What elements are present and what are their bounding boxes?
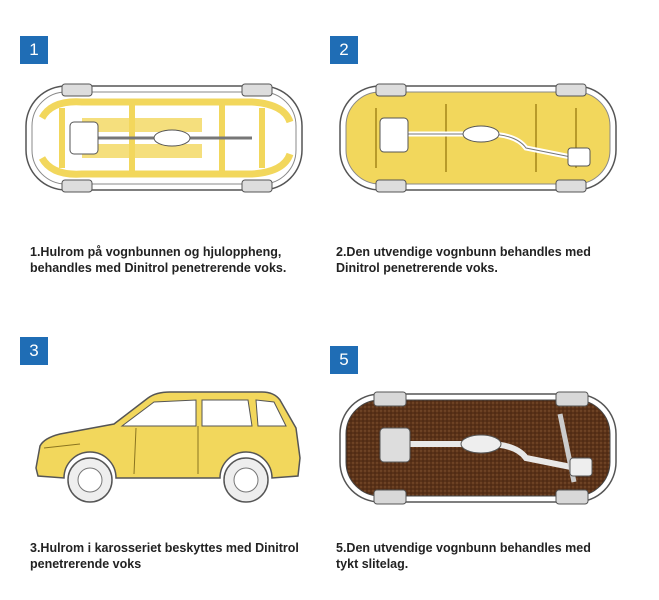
step-badge-2: 2 xyxy=(330,36,358,64)
step-badge-1: 1 xyxy=(20,36,48,64)
step-badge-3: 3 xyxy=(20,337,48,365)
caption-2-line-2: Dinitrol penetrerende voks. xyxy=(336,261,498,275)
caption-3-line-2: penetrerende voks xyxy=(30,557,142,571)
caption-2-line-1: 2.Den utvendige vognbunn behandles med xyxy=(336,245,591,259)
body-cavities-illustration xyxy=(30,388,306,508)
panel-5: 5 5.Den utvendige vognbunn behandle xyxy=(330,300,659,600)
caption-1-line-2: behandles med Dinitrol penetrerende voks… xyxy=(30,261,287,275)
underbody-wax-illustration xyxy=(336,78,622,198)
caption-2: 2.Den utvendige vognbunn behandles med D… xyxy=(336,244,591,276)
panel-1: 1 1.Hulrom på vognbunnen og hjuloppheng,… xyxy=(0,0,330,300)
panel-2: 2 2.Den utvendige vognbunn behandles med… xyxy=(330,0,659,300)
caption-3-line-1: 3.Hulrom i karosseriet beskyttes med Din… xyxy=(30,541,299,555)
caption-5-line-1: 5.Den utvendige vognbunn behandles med xyxy=(336,541,591,555)
step-badge-5: 5 xyxy=(330,346,358,374)
underbody-wear-layer-illustration xyxy=(336,386,622,510)
underbody-cavities-illustration xyxy=(22,78,308,198)
caption-5-line-2: tykt slitelag. xyxy=(336,557,409,571)
caption-1: 1.Hulrom på vognbunnen og hjuloppheng, b… xyxy=(30,244,286,276)
panel-3: 3 3.Hulrom i karosseriet beskyttes med D… xyxy=(0,300,330,600)
caption-3: 3.Hulrom i karosseriet beskyttes med Din… xyxy=(30,540,299,572)
caption-1-line-1: 1.Hulrom på vognbunnen og hjuloppheng, xyxy=(30,245,282,259)
caption-5: 5.Den utvendige vognbunn behandles med t… xyxy=(336,540,591,572)
